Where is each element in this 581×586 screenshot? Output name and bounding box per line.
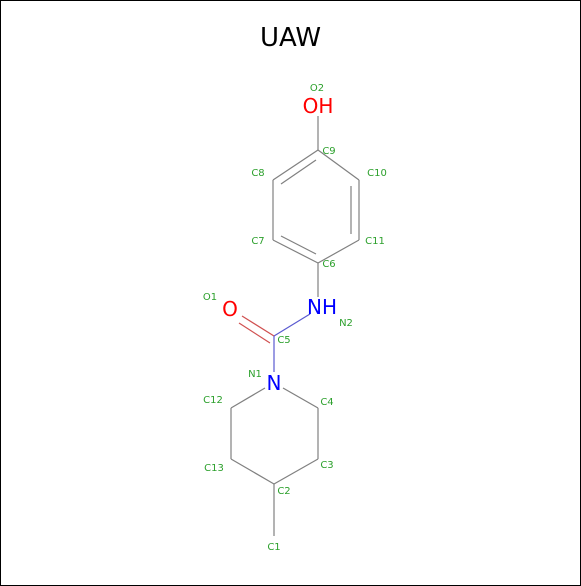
- atom-index-c8: C8: [251, 168, 264, 179]
- atom-index-n2: N2: [339, 318, 353, 329]
- atom-index-c2: C2: [277, 486, 290, 497]
- bond-c11-c6: [317, 239, 360, 264]
- bond-c9-c10: [317, 149, 360, 181]
- bond-c6-c7: [272, 239, 319, 264]
- bond-c5-o1-b: [238, 322, 271, 344]
- atom-index-c7: C7: [251, 236, 264, 247]
- atom-index-c5: C5: [277, 335, 290, 346]
- atom-index-c10: C10: [367, 168, 387, 179]
- atom-index-c12: C12: [203, 395, 223, 406]
- atom-symbols: OH NH O N: [222, 94, 337, 395]
- atom-index-c4: C4: [320, 397, 333, 408]
- bond-c6-c7-inner: [280, 235, 317, 255]
- atom-symbol-n1: N: [267, 371, 282, 395]
- atom-index-c3: C3: [320, 460, 333, 471]
- atom-index-o1: O1: [203, 292, 217, 303]
- atom-index-c9: C9: [322, 146, 335, 157]
- atom-index-labels: O2 C9 C8 C10 C7 C11 C6 O1 N2 C5 N1 C12 C…: [203, 83, 387, 553]
- molecule-title: UAW: [259, 23, 322, 53]
- atom-index-c11: C11: [365, 236, 385, 247]
- bond-c8-c9: [272, 149, 319, 181]
- atom-symbol-o2: OH: [303, 94, 334, 118]
- atom-index-n1: N1: [248, 369, 262, 380]
- bond-c5-o1-a: [241, 315, 275, 337]
- atom-index-c13: C13: [204, 463, 224, 474]
- atom-symbol-n2: NH: [307, 295, 337, 319]
- bond-c12-n1: [230, 387, 266, 409]
- atom-symbol-o1: O: [222, 297, 238, 321]
- bond-n2-c5: [273, 313, 311, 337]
- bond-c3-c2: [273, 458, 319, 485]
- atom-index-c6: C6: [322, 259, 335, 270]
- bond-c9-c8-inner: [280, 159, 317, 185]
- bond-n1-c4: [282, 387, 319, 409]
- atom-index-c1: C1: [267, 542, 280, 553]
- bonds: [230, 116, 360, 536]
- bond-c2-c13: [230, 458, 275, 485]
- atom-index-o2: O2: [310, 83, 324, 94]
